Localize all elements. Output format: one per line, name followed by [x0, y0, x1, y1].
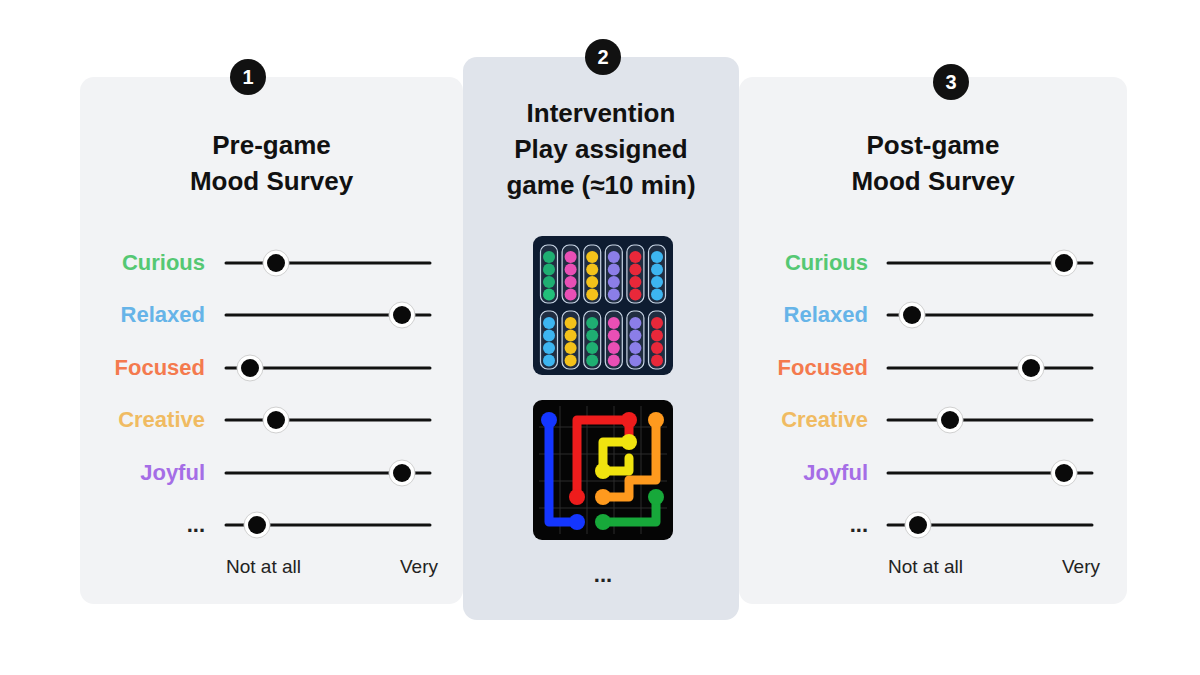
- ellipsis: ...: [594, 562, 612, 588]
- ellipsis: ...: [850, 512, 868, 538]
- mood-label: Relaxed: [784, 302, 868, 328]
- scale-end-label: Not at all: [226, 556, 301, 579]
- step-number: 2: [585, 39, 621, 75]
- scale-end-label: Not at all: [888, 556, 963, 579]
- ball-sort-game-icon: [533, 236, 673, 375]
- mood-label: Creative: [118, 407, 205, 433]
- step-number-text: 2: [597, 47, 608, 67]
- mood-label: Curious: [785, 250, 868, 276]
- mood-label: Focused: [115, 355, 205, 381]
- scale-end-label: Very: [400, 556, 438, 579]
- panel-title: Pre-game Mood Survey: [184, 127, 359, 199]
- mood-label: Relaxed: [121, 302, 205, 328]
- mood-label: Curious: [122, 250, 205, 276]
- panel-title: Post-game Mood Survey: [846, 127, 1021, 199]
- mood-label: Focused: [778, 355, 868, 381]
- step-number-text: 3: [945, 72, 956, 92]
- step-number: 1: [230, 59, 266, 95]
- mood-label: Joyful: [803, 460, 868, 486]
- slider-tracks: [226, 250, 1092, 538]
- mood-label: Creative: [781, 407, 868, 433]
- step-number: 3: [933, 64, 969, 100]
- mood-label: Joyful: [140, 460, 205, 486]
- flow-game-icon: [533, 400, 673, 540]
- ellipsis: ...: [187, 512, 205, 538]
- step-number-text: 1: [242, 67, 253, 87]
- scale-end-label: Very: [1062, 556, 1100, 579]
- panel-title: Intervention Play assigned game (≈10 min…: [499, 95, 704, 203]
